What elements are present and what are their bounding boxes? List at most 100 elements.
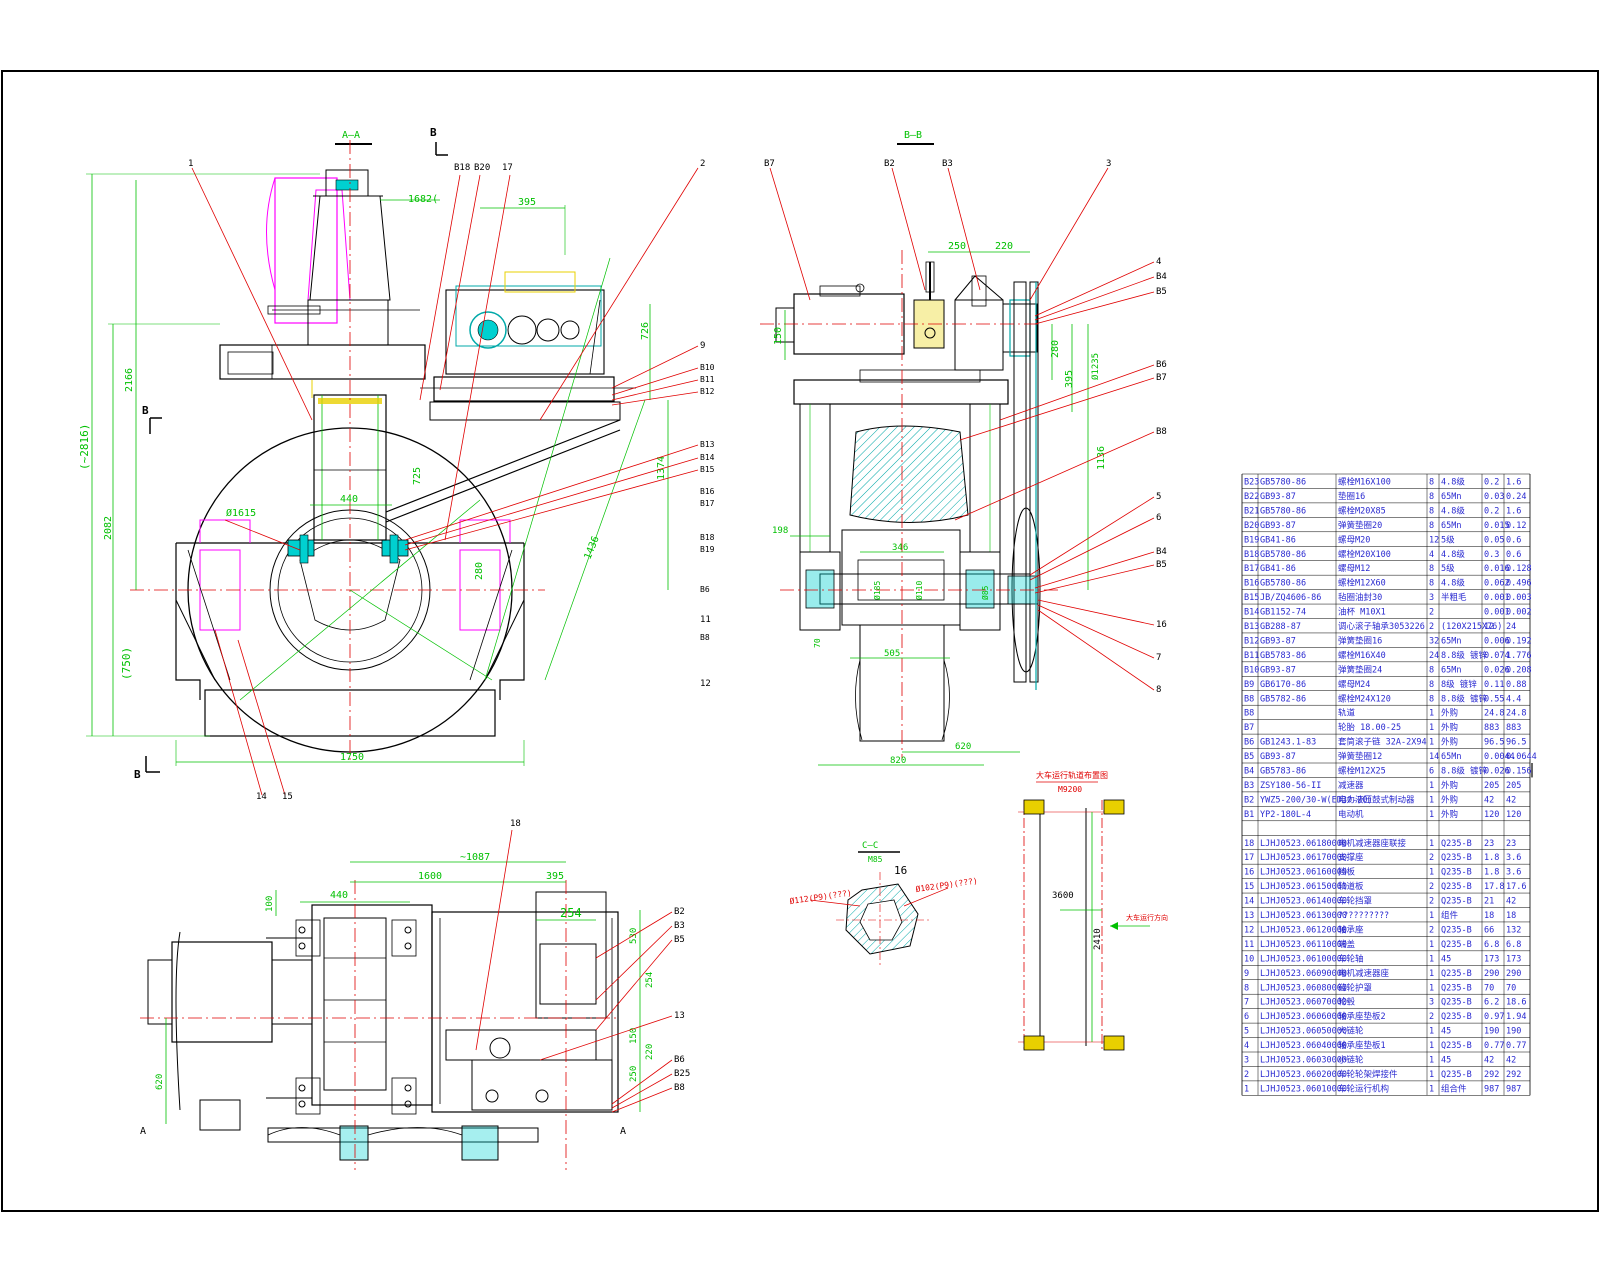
dim-bb-250: 250 [948, 241, 966, 252]
bom-cell-name: 支撑座 [1338, 852, 1364, 863]
bom-cell-w1: 12 [1484, 622, 1494, 632]
bom-cell-name: 螺母M12 [1338, 563, 1370, 574]
bom-cell-name: 轴承座垫板2 [1338, 1011, 1386, 1022]
bom-cell-code: LJHJ0523.06070000 [1260, 998, 1347, 1008]
bom-cell-w2: 190 [1506, 1027, 1521, 1037]
bom-cell-w2: 0.003 [1506, 593, 1532, 603]
bom-cell-mat: 8.8级 镀锌 [1441, 650, 1487, 661]
bom-cell-code: YWZ5-200/30-W(ED30-20) [1260, 795, 1373, 805]
bom-cell-w1: 0.001 [1484, 593, 1510, 603]
bom-cell-name: 链轮护罩 [1338, 982, 1373, 993]
bom-cell-w2: 0.6 [1506, 535, 1521, 545]
bom-cell-w1: 70 [1484, 983, 1494, 993]
dim-aa-total-height: (~2816) [78, 424, 91, 470]
bom-cell-w2: 883 [1506, 723, 1521, 733]
bom-cell-mat: Q235-B [1441, 1041, 1472, 1051]
bom-cell-qty: 2 [1429, 1012, 1434, 1022]
bom-cell-w2: 24.8 [1506, 709, 1526, 719]
bom-cell-name: 螺母M24 [1338, 679, 1370, 690]
bom-cell-no: B11 [1244, 651, 1259, 661]
bom-cell-name: 螺母M20 [1338, 534, 1370, 545]
bom-cell-qty: 32 [1429, 636, 1439, 646]
callout-bb-6: 6 [1156, 513, 1161, 523]
dim-bb-198: 198 [772, 526, 788, 536]
bom-cell-mat: 外购 [1441, 780, 1458, 791]
bom-cell-qty: 6 [1429, 767, 1434, 777]
bom-cell-qty: 1 [1429, 954, 1434, 964]
dim-aa-280: 280 [474, 562, 485, 580]
dim-aa-1682: 1682( [408, 194, 438, 205]
section-mark-b-bottom: B [134, 768, 141, 781]
bom-cell-qty: 1 [1429, 795, 1434, 805]
view-aa: A—A B B B [78, 126, 715, 802]
bom-cell-no: B16 [1244, 579, 1259, 589]
bom-cell-w1: 6.2 [1484, 998, 1499, 1008]
bom-cell-w2: 0.12 [1506, 521, 1526, 531]
bom-cell-no: 1 [1244, 1084, 1249, 1094]
bb-title: B—B [904, 130, 922, 141]
bom-cell-code: JB/ZQ4606-86 [1260, 593, 1321, 603]
bom-cell-mat: 65Mn [1441, 492, 1461, 502]
bom-cell-code: GB41-86 [1260, 564, 1296, 574]
dim-bb-d85: Ø85 [980, 585, 990, 600]
bom-cell-no: B9 [1244, 680, 1254, 690]
bom-cell-no: B18 [1244, 550, 1259, 560]
bom-cell-no: B2 [1244, 795, 1254, 805]
bom-cell-qty: 1 [1429, 1041, 1434, 1051]
bom-cell-mat: 8级 镀锌 [1441, 679, 1477, 690]
dim-plan-254: 254 [560, 906, 582, 920]
dim-bb-1136: 1136 [1096, 446, 1107, 470]
bom-cell-code: LJHJ0523.06140000 [1260, 897, 1347, 907]
bom-cell-no: 13 [1244, 911, 1254, 921]
callout-bb-b7: B7 [764, 159, 775, 169]
bom-cell-w2: 0.156 [1506, 767, 1532, 777]
bom-cell-mat: Q235-B [1441, 853, 1472, 863]
bom-cell-code: LJHJ0523.06020000 [1260, 1070, 1347, 1080]
track-direction: 大车运行方向 [1126, 913, 1168, 922]
bom-cell-w1: 190 [1484, 1027, 1499, 1037]
dim-plan-530: 530 [629, 928, 639, 944]
callout-bb-4: 4 [1156, 257, 1161, 267]
callout-aa-b16: B16 [700, 487, 715, 496]
bom-cell-w2: 173 [1506, 954, 1521, 964]
callout-aa-b18: B18 [454, 163, 470, 173]
bom-cell-name: 车轮运行机构 [1338, 1083, 1389, 1094]
callout-aa-b10: B10 [700, 363, 715, 372]
bom-cell-no: 2 [1244, 1070, 1249, 1080]
track-title: 大车运行轨道布置图 [1036, 770, 1108, 780]
bom-cell-mat: 外购 [1441, 794, 1458, 805]
bom-cell-name: 弹簧垫圈12 [1338, 751, 1382, 762]
dim-bb-505: 505 [884, 649, 900, 659]
bom-cell-name: 螺栓M16X40 [1338, 650, 1386, 661]
bom-cell-w2: 70 [1506, 983, 1516, 993]
bom-cell-no: B15 [1244, 593, 1259, 603]
bom-cell-qty: 8 [1429, 521, 1434, 531]
bom-cell-code: GB5782-86 [1260, 694, 1306, 704]
bom-cell-no: 9 [1244, 969, 1249, 979]
bom-cell-qty: 12 [1429, 535, 1439, 545]
bom-cell-code: YP2-180L-4 [1260, 810, 1311, 820]
bom-cell-code: LJHJ0523.06180000 [1260, 839, 1347, 849]
bom-cell-qty: 8 [1429, 564, 1434, 574]
bom-cell-no: B20 [1244, 521, 1259, 531]
bom-cell-name: 轨道 [1338, 708, 1356, 719]
callout-bb-b5b: B5 [1156, 560, 1167, 570]
bom-cell-w2: 0.002 [1506, 608, 1532, 618]
bom-cell-w2: 96.5 [1506, 738, 1526, 748]
callout-bb-b5: B5 [1156, 287, 1167, 297]
bom-cell-name: 螺栓M16X100 [1338, 477, 1391, 488]
bom-cell-w2: 3.6 [1506, 853, 1521, 863]
bom-cell-qty: 3 [1429, 593, 1434, 603]
bom-cell-mat: (120X215X76) [1441, 622, 1502, 632]
bom-cell-qty: 1 [1429, 1027, 1434, 1037]
dim-aa-726: 726 [640, 322, 651, 340]
bom-cell-no: B8 [1244, 709, 1254, 719]
bom-cell-name: 车轮轮架焊接件 [1338, 1069, 1398, 1080]
dim-aa-725: 725 [412, 467, 423, 485]
bom-cell-w2: 1.6 [1506, 506, 1521, 516]
dim-aa-2082: 2082 [103, 516, 114, 540]
bom-cell-code: GB1243.1-83 [1260, 738, 1316, 748]
bom-cell-mat: 65Mn [1441, 636, 1461, 646]
dim-aa-1436: 1436 [583, 535, 602, 561]
